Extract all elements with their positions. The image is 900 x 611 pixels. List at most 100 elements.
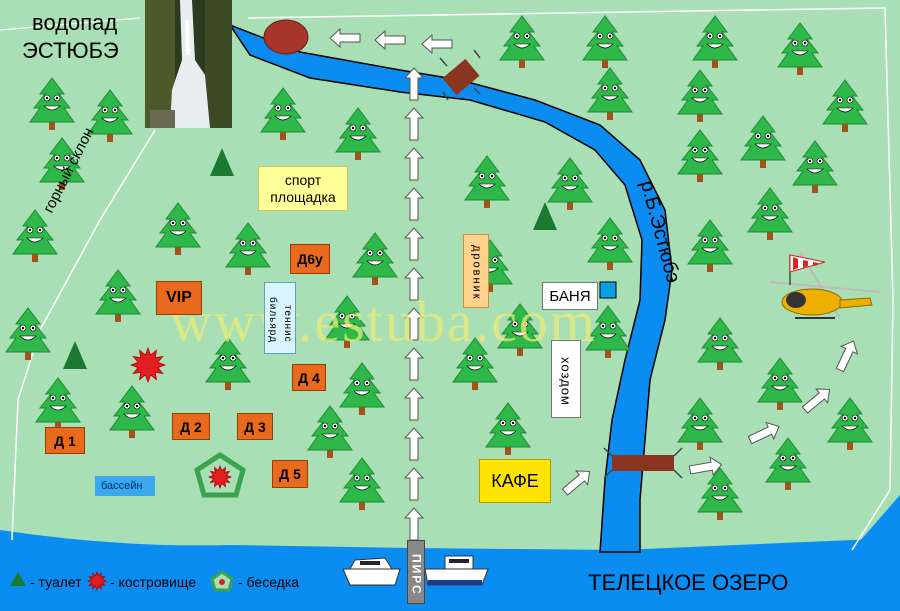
legend-gazebo-icon: [210, 570, 234, 592]
path-arrow-icon: [403, 147, 425, 181]
tree-icon: [452, 337, 498, 390]
tree-icon: [687, 219, 733, 272]
legend-campfire: - костровище: [110, 574, 197, 590]
path-arrow-icon: [403, 107, 425, 141]
path-arrow-icon: [329, 27, 361, 49]
tree-icon: [499, 15, 545, 68]
tree-icon: [547, 157, 593, 210]
tennis-label: теннис: [282, 305, 293, 343]
legend-campfire-icon: [86, 570, 108, 592]
tree-icon: [587, 67, 633, 120]
tree-icon: [485, 402, 531, 455]
house-d1: Д 1: [45, 427, 85, 454]
path-arrow-icon: [403, 267, 425, 301]
utility-house: хоздом: [551, 340, 581, 418]
billiard-label: бильярд: [267, 297, 278, 343]
yacht-icon: [342, 557, 401, 586]
tree-icon: [677, 69, 723, 122]
tree-icon: [307, 405, 353, 458]
tree-icon: [777, 22, 823, 75]
tree-icon: [697, 317, 743, 370]
waterfall-photo: [145, 0, 232, 128]
path-arrow-icon: [747, 421, 780, 445]
path-arrow-icon: [403, 187, 425, 221]
sport-ground: спорт площадка: [258, 166, 348, 211]
tree-icon: [677, 397, 723, 450]
path-arrow-icon: [403, 67, 425, 101]
path-arrow-icon: [403, 507, 425, 541]
tree-icon: [155, 202, 201, 255]
toilet-icon: [533, 202, 557, 230]
tree-icon: [5, 307, 51, 360]
south-bridge: [603, 447, 683, 479]
path-arrow-icon: [403, 227, 425, 261]
helicopter-icon: [769, 251, 881, 319]
path-arrow-icon: [403, 467, 425, 501]
tree-icon: [324, 295, 370, 348]
tree-icon: [225, 222, 271, 275]
tree-icon: [87, 89, 133, 142]
tree-icon: [692, 15, 738, 68]
toilet-icon: [210, 148, 234, 176]
path-arrow-icon: [403, 347, 425, 381]
path-arrow-icon: [801, 388, 831, 414]
tree-icon: [205, 337, 251, 390]
billiard-tennis: бильярд теннис: [264, 282, 296, 354]
east-border: [247, 7, 894, 551]
utility-label: хоздом: [558, 356, 574, 406]
waterfall-label-line1: водопад: [32, 10, 118, 35]
tree-icon: [260, 87, 306, 140]
tree-icon: [827, 397, 873, 450]
bath-house: БАНЯ: [542, 282, 598, 310]
pool-label: бассейн: [101, 480, 143, 492]
toilet-icon: [63, 341, 87, 369]
motorboat-icon: [424, 555, 489, 586]
cafe: КАФЕ: [479, 459, 551, 503]
path-arrow-icon: [835, 340, 859, 373]
lake-corner: [852, 495, 900, 611]
path-arrow-icon: [421, 33, 453, 55]
legend-toilet-icon: [10, 572, 26, 586]
pool-area: [95, 476, 155, 496]
house-d4: Д 4: [292, 364, 326, 391]
pier: ПИРС: [407, 540, 425, 604]
lake-label: ТЕЛЕЦКОЕ ОЗЕРО: [588, 570, 789, 595]
house-d6u: Д6у: [290, 244, 330, 274]
tree-icon: [35, 377, 81, 430]
woodshed-label: дровник: [470, 245, 483, 301]
tree-icon: [697, 467, 743, 520]
tree-icon: [352, 232, 398, 285]
tree-icon: [740, 115, 786, 168]
sport-ground-line2: площадка: [270, 188, 336, 205]
woodshed: дровник: [463, 234, 489, 308]
pier-label: ПИРС: [409, 554, 424, 596]
tree-icon: [677, 129, 723, 182]
path-arrow-icon: [561, 470, 591, 496]
house-vip: VIP: [156, 281, 202, 315]
tree-icon: [582, 15, 628, 68]
watermark: www.estuba.com: [170, 289, 597, 354]
river: [228, 23, 673, 553]
tree-icon: [747, 187, 793, 240]
trees: [5, 15, 873, 520]
path-arrow-icon: [374, 29, 406, 51]
tree-icon: [339, 362, 385, 415]
tree-icon: [757, 357, 803, 410]
tree-icon: [765, 437, 811, 490]
legend-toilet: - туалет: [30, 574, 82, 590]
north-bridge: [439, 49, 481, 101]
path-arrow-icon: [403, 307, 425, 341]
tree-icon: [29, 77, 75, 130]
path-arrow-icon: [688, 456, 723, 477]
tree-icon: [792, 140, 838, 193]
tree-icon: [12, 209, 58, 262]
tree-icon: [95, 269, 141, 322]
house-d2: Д 2: [172, 413, 210, 440]
campfire-icon: [129, 346, 167, 384]
pond: [263, 19, 309, 55]
path-arrows: [329, 27, 859, 541]
waterfall-label-line2: ЭСТЮБЭ: [22, 38, 119, 63]
tree-icon: [39, 137, 85, 190]
tree-icon: [585, 305, 631, 358]
